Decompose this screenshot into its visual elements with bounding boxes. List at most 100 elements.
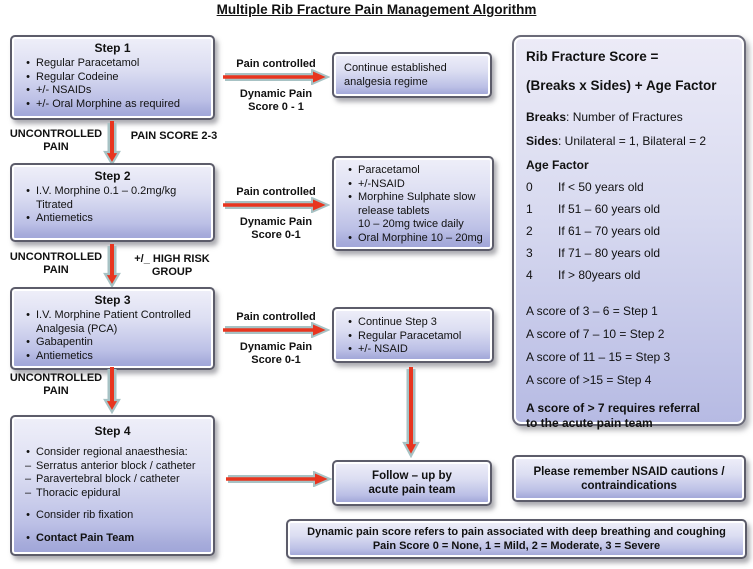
score-map-line: A score of 3 – 6 = Step 1 <box>526 304 658 318</box>
continue-regime-box: Continue established analgesia regime <box>332 52 492 98</box>
bullet-icon: • <box>26 531 30 544</box>
list-item: •+/- Oral Morphine as required <box>20 98 207 112</box>
page-title: Multiple Rib Fracture Pain Management Al… <box>216 2 537 17</box>
step3-outcome-box: •Continue Step 3 •Regular Paracetamol •+… <box>332 307 494 363</box>
list-item: •Paracetamol <box>342 164 486 178</box>
step3-outcome-list: •Continue Step 3 •Regular Paracetamol •+… <box>334 316 492 357</box>
step2-outcome-list: •Paracetamol •+/-NSAID •Morphine Sulphat… <box>334 164 492 245</box>
step1-list: •Regular Paracetamol •Regular Codeine •+… <box>12 57 213 111</box>
dash-icon: – <box>24 473 32 485</box>
step3-box: Step 3 •I.V. Morphine Patient Controlled… <box>10 287 215 370</box>
dynamic-pain-score-label-2: Dynamic Pain Score 0-1 <box>239 216 313 241</box>
bullet-icon: • <box>348 316 352 328</box>
step3-list: •I.V. Morphine Patient Controlled Analge… <box>12 309 213 363</box>
step2-list: •I.V. Morphine 0.1 – 0.2mg/kg Titrated •… <box>12 185 213 226</box>
step2-outcome-box: •Paracetamol •+/-NSAID •Morphine Sulphat… <box>332 156 494 251</box>
list-item: •+/-NSAID <box>342 178 486 192</box>
nsaid-note-box: Please remember NSAID cautions / contrai… <box>512 455 746 502</box>
score-map-line: A score of 11 – 15 = Step 3 <box>526 350 671 364</box>
continue-regime-text: Continue established analgesia regime <box>344 62 447 88</box>
pain-controlled-label-2: Pain controlled <box>236 186 316 198</box>
uncontrolled-pain-label-3: UNCONTROLLED PAIN <box>9 372 103 397</box>
list-item: •Morphine Sulphate slow release tablets … <box>342 191 486 232</box>
sides-definition: Sides: Unilateral = 1, Bilateral = 2 <box>526 134 707 148</box>
list-item: •Regular Paracetamol <box>342 330 486 344</box>
spacer <box>20 523 207 532</box>
list-item: –Serratus anterior block / catheter <box>20 460 207 474</box>
bullet-icon: • <box>26 509 30 521</box>
follow-up-text: Follow – up by acute pain team <box>368 470 456 496</box>
pain-controlled-label-3: Pain controlled <box>236 311 316 323</box>
bullet-icon: • <box>348 329 352 342</box>
list-item: •Consider rib fixation <box>20 509 207 523</box>
right-arrow-step1-icon <box>223 69 330 85</box>
list-item: •Oral Morphine 10 – 20mg <box>342 232 486 246</box>
dynamic-pain-definition-box: Dynamic pain score refers to pain associ… <box>286 519 747 559</box>
age-factor-heading: Age Factor <box>526 158 589 172</box>
uncontrolled-pain-label-2: UNCONTROLLED PAIN <box>9 251 103 276</box>
spacer <box>20 500 207 509</box>
list-item: •I.V. Morphine 0.1 – 0.2mg/kg Titrated <box>20 185 207 212</box>
bullet-icon: • <box>348 164 352 176</box>
list-item: –Paravertebral block / catheter <box>20 473 207 487</box>
list-item: •Contact Pain Team <box>20 532 207 546</box>
bullet-icon: • <box>348 343 352 355</box>
right-arrow-step2-icon <box>223 197 330 213</box>
score-map-line: A score of 7 – 10 = Step 2 <box>526 327 665 341</box>
bullet-icon: • <box>26 309 30 321</box>
formula-line2: (Breaks x Sides) + Age Factor <box>526 78 717 93</box>
bullet-icon: • <box>26 336 30 348</box>
right-arrow-step4-icon <box>226 471 332 487</box>
bullet-icon: • <box>348 177 352 190</box>
bullet-icon: • <box>26 446 30 458</box>
list-item: •I.V. Morphine Patient Controlled Analge… <box>20 309 207 336</box>
follow-up-box: Follow – up by acute pain team <box>332 460 492 506</box>
list-item: •Antiemetics <box>20 350 207 364</box>
bullet-icon: • <box>26 57 30 69</box>
down-arrow-step3-step4-icon <box>103 367 121 414</box>
step1-box: Step 1 •Regular Paracetamol •Regular Cod… <box>10 35 215 120</box>
list-item: •+/- NSAIDs <box>20 84 207 98</box>
bullet-icon: • <box>26 84 30 96</box>
bullet-icon: • <box>26 97 30 110</box>
list-item: •Continue Step 3 <box>342 316 486 330</box>
breaks-definition: Breaks: Number of Fractures <box>526 110 683 124</box>
bullet-icon: • <box>348 231 352 244</box>
referral-note: A score of > 7 requires referral to the … <box>526 401 700 430</box>
list-item: •Regular Paracetamol <box>20 57 207 71</box>
pain-controlled-label-1: Pain controlled <box>236 58 316 70</box>
bullet-icon: • <box>26 70 30 83</box>
list-item: •Antiemetics <box>20 212 207 226</box>
rib-fracture-score-panel: Rib Fracture Score = (Breaks x Sides) + … <box>512 35 746 430</box>
dynamic-pain-score-label-3: Dynamic Pain Score 0-1 <box>239 341 313 366</box>
bullet-icon: • <box>26 349 30 362</box>
right-arrow-step3-icon <box>223 322 330 338</box>
list-item: •+/- NSAID <box>342 343 486 357</box>
score-map-line: A score of >15 = Step 4 <box>526 373 652 387</box>
down-arrow-followup-icon <box>402 367 420 458</box>
formula-line1: Rib Fracture Score = <box>526 49 659 64</box>
list-item: –Thoracic epidural <box>20 487 207 501</box>
dash-icon: – <box>24 459 32 472</box>
uncontrolled-pain-label-1: UNCONTROLLED PAIN <box>9 128 103 153</box>
step3-header: Step 3 <box>94 293 131 307</box>
step4-list: •Consider regional anaesthesia: –Serratu… <box>12 446 213 545</box>
down-arrow-step1-step2-icon <box>103 121 121 166</box>
nsaid-note-text: Please remember NSAID cautions / contrai… <box>533 465 725 492</box>
bullet-icon: • <box>348 191 352 203</box>
dynamic-pain-score-label-1: Dynamic Pain Score 0 - 1 <box>239 88 313 113</box>
step2-box: Step 2 •I.V. Morphine 0.1 – 0.2mg/kg Tit… <box>10 163 215 242</box>
step2-header: Step 2 <box>94 169 131 183</box>
down-arrow-step2-step3-icon <box>103 244 121 288</box>
step4-header: Step 4 <box>94 424 131 438</box>
step4-box: Step 4 •Consider regional anaesthesia: –… <box>10 415 215 556</box>
step1-header: Step 1 <box>94 41 131 55</box>
bullet-icon: • <box>26 212 30 224</box>
list-item: •Gabapentin <box>20 336 207 350</box>
list-item: •Consider regional anaesthesia: <box>20 446 207 460</box>
